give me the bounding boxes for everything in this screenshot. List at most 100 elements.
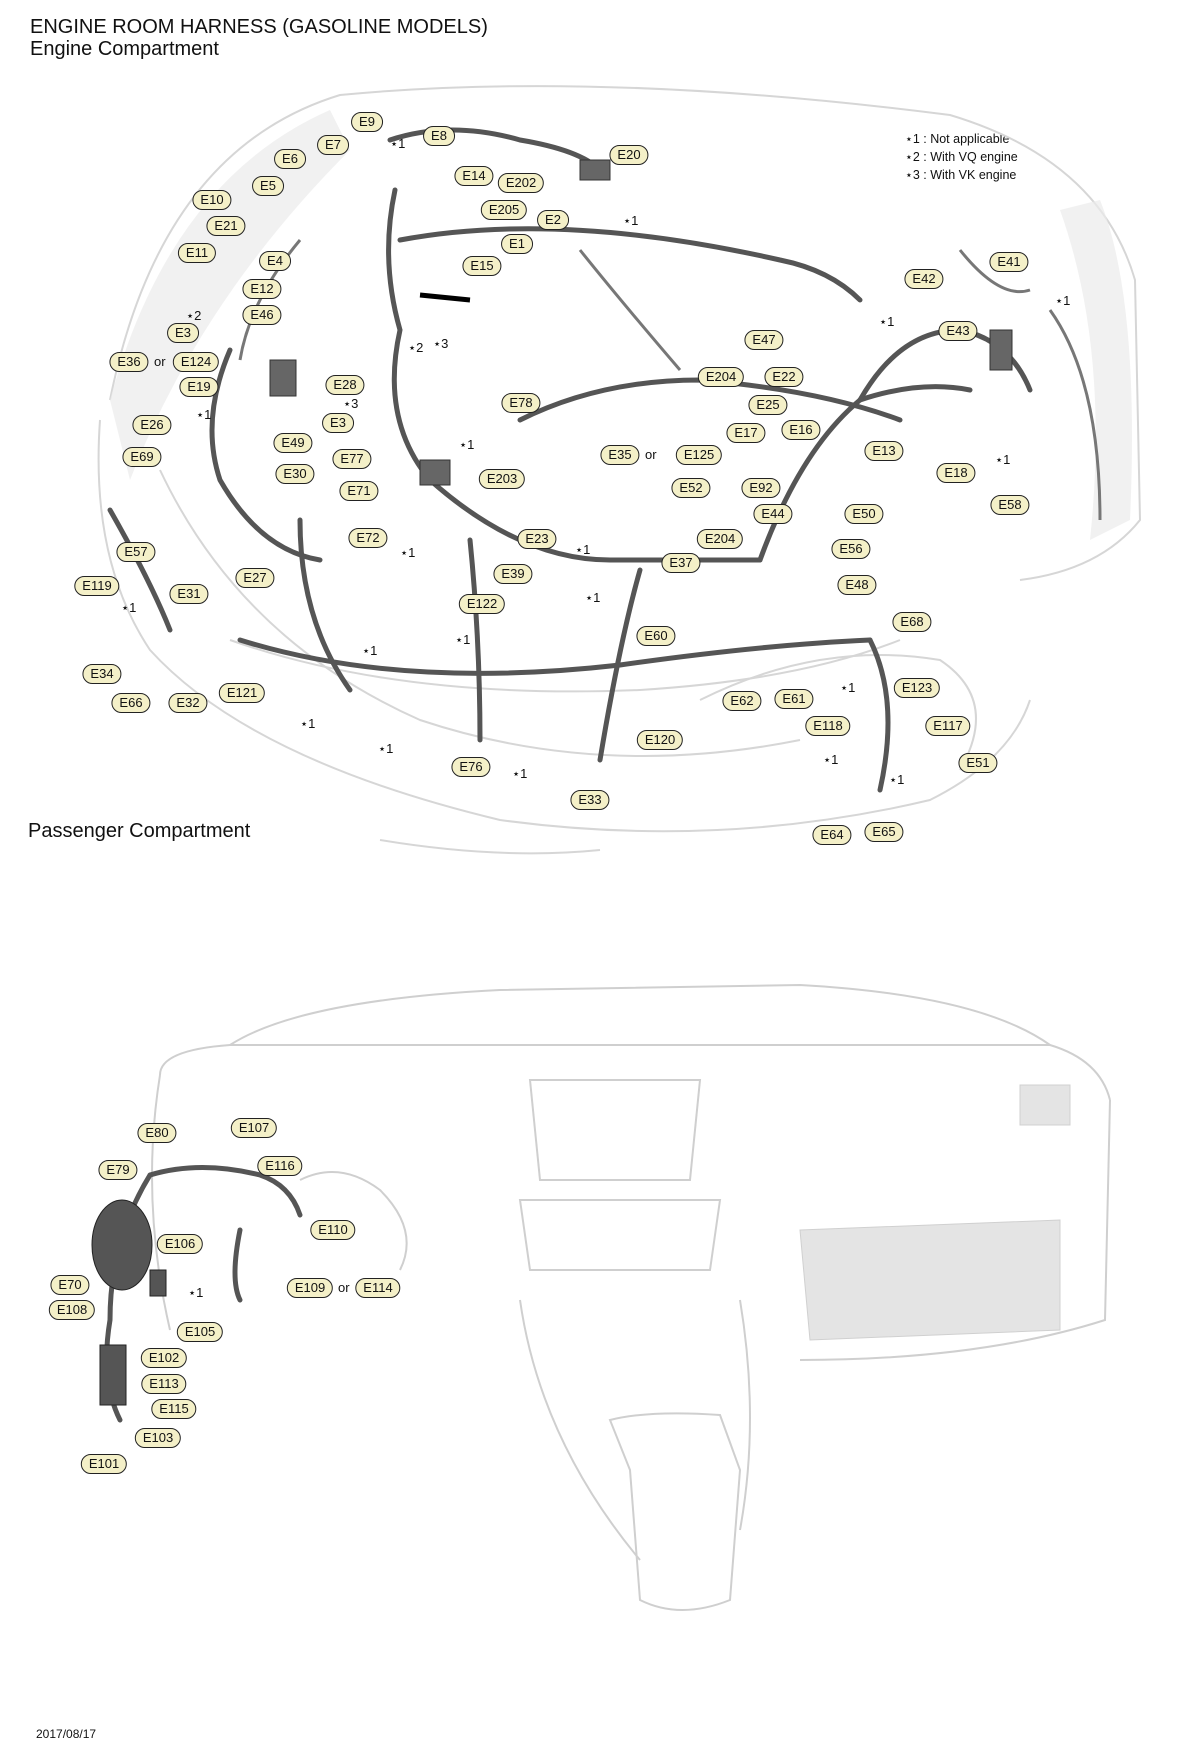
legend-item: ⋆2 : With VQ engine (905, 150, 1018, 164)
connector-tag: E6 (274, 149, 306, 169)
connector-tag: E28 (325, 375, 365, 395)
page-title: ENGINE ROOM HARNESS (GASOLINE MODELS) (30, 16, 488, 38)
connector-tag: E80 (137, 1123, 177, 1143)
connector-tag: E106 (156, 1234, 204, 1254)
connector-tag: E101 (80, 1454, 128, 1474)
connector-tag: E76 (451, 757, 491, 777)
connector-tag: E25 (748, 395, 788, 415)
footnote-marker: ⋆1 (1055, 293, 1071, 308)
connector-tag: E72 (348, 528, 388, 548)
footnote-marker: ⋆1 (300, 716, 316, 731)
connector-tag: E4 (259, 251, 291, 271)
footnote-marker: ⋆1 (378, 741, 394, 756)
connector-tag: E69 (122, 447, 162, 467)
connector-tag: E42 (904, 269, 944, 289)
connector-tag: E117 (925, 716, 971, 736)
page-subtitle: Engine Compartment (30, 38, 219, 60)
or-label: or (645, 447, 657, 462)
footnote-marker: ⋆1 (575, 542, 591, 557)
connector-tag: E121 (218, 683, 266, 703)
connector-tag: E49 (273, 433, 313, 453)
connector-tag: E57 (116, 542, 156, 562)
connector-tag: E56 (831, 539, 871, 559)
connector-tag: E21 (206, 216, 246, 236)
connector-tag: E64 (812, 825, 852, 845)
connector-tag: E31 (169, 584, 209, 604)
connector-tag: E48 (837, 575, 877, 595)
connector-tag: E205 (480, 200, 528, 220)
connector-tag: E92 (741, 478, 781, 498)
connector-tag: E32 (168, 693, 208, 713)
connector-tag: E17 (726, 423, 766, 443)
connector-tag: E110 (310, 1220, 356, 1240)
connector-tag: E30 (275, 464, 315, 484)
connector-tag: E15 (462, 256, 502, 276)
connector-tag: E52 (671, 478, 711, 498)
connector-tag: E35 (600, 445, 640, 465)
footnote-marker: ⋆1 (585, 590, 601, 605)
connector-tag: E70 (50, 1275, 90, 1295)
connector-tag: E108 (48, 1300, 96, 1320)
connector-tag: E114 (355, 1278, 401, 1298)
connector-tag: E47 (744, 330, 784, 350)
connector-tag: E116 (257, 1156, 303, 1176)
legend-item: ⋆3 : With VK engine (905, 168, 1017, 182)
footnote-marker: ⋆1 (390, 136, 406, 151)
connector-tag: E202 (497, 173, 545, 193)
connector-tag: E9 (351, 112, 383, 132)
connector-tag: E65 (864, 822, 904, 842)
connector-tag: E125 (675, 445, 723, 465)
footnote-marker: ⋆1 (512, 766, 528, 781)
connector-tag: E10 (192, 190, 232, 210)
document-date: 2017/08/17 (36, 1727, 97, 1741)
connector-tag: E60 (636, 626, 676, 646)
connector-tag: E43 (938, 321, 978, 341)
footnote-marker: ⋆3 (433, 336, 449, 351)
footnote-marker: ⋆3 (343, 396, 359, 411)
connector-tag: E34 (82, 664, 122, 684)
connector-tag: E33 (570, 790, 610, 810)
connector-tag: E119 (74, 576, 120, 596)
footnote-marker: ⋆1 (455, 632, 471, 647)
connector-tag: E77 (332, 449, 372, 469)
connector-tag: E71 (339, 481, 379, 501)
connector-tag: E58 (990, 495, 1030, 515)
connector-tag: E41 (989, 252, 1029, 272)
connector-tag: E3 (322, 413, 354, 433)
connector-tag: E102 (140, 1348, 188, 1368)
connector-tag: E20 (609, 145, 649, 165)
connector-tag: E115 (151, 1399, 197, 1419)
connector-tag: E51 (958, 753, 998, 773)
connector-tag: E66 (111, 693, 151, 713)
connector-tag: E2 (537, 210, 569, 230)
connector-tag: E109 (286, 1278, 334, 1298)
connector-tag: E7 (317, 135, 349, 155)
footnote-marker: ⋆1 (995, 452, 1011, 467)
connector-tag: E62 (722, 691, 762, 711)
or-label: or (154, 354, 166, 369)
connector-tag: E118 (805, 716, 851, 736)
connector-tag: E22 (764, 367, 804, 387)
connector-tag: E12 (242, 279, 282, 299)
connector-tag: E36 (109, 352, 149, 372)
footnote-marker: ⋆1 (889, 772, 905, 787)
passenger-section-title: Passenger Compartment (28, 820, 251, 842)
connector-tag: E122 (458, 594, 506, 614)
connector-tag: E18 (936, 463, 976, 483)
connector-tag: E123 (893, 678, 941, 698)
legend: ⋆1 : Not applicable ⋆2 : With VQ engine … (905, 130, 1018, 184)
footnote-marker: ⋆1 (623, 213, 639, 228)
connector-tag: E204 (697, 367, 745, 387)
connector-tag: E105 (176, 1322, 224, 1342)
footnote-marker: ⋆1 (840, 680, 856, 695)
footnote-marker: ⋆1 (823, 752, 839, 767)
connector-tag: E44 (753, 504, 793, 524)
connector-tag: E204 (696, 529, 744, 549)
connector-tag: E37 (661, 553, 701, 573)
connector-tag: E39 (493, 564, 533, 584)
connector-tag: E8 (423, 126, 455, 146)
connector-tag: E27 (235, 568, 275, 588)
footnote-marker: ⋆1 (459, 437, 475, 452)
or-label: or (338, 1280, 350, 1295)
connector-tag: E61 (774, 689, 814, 709)
